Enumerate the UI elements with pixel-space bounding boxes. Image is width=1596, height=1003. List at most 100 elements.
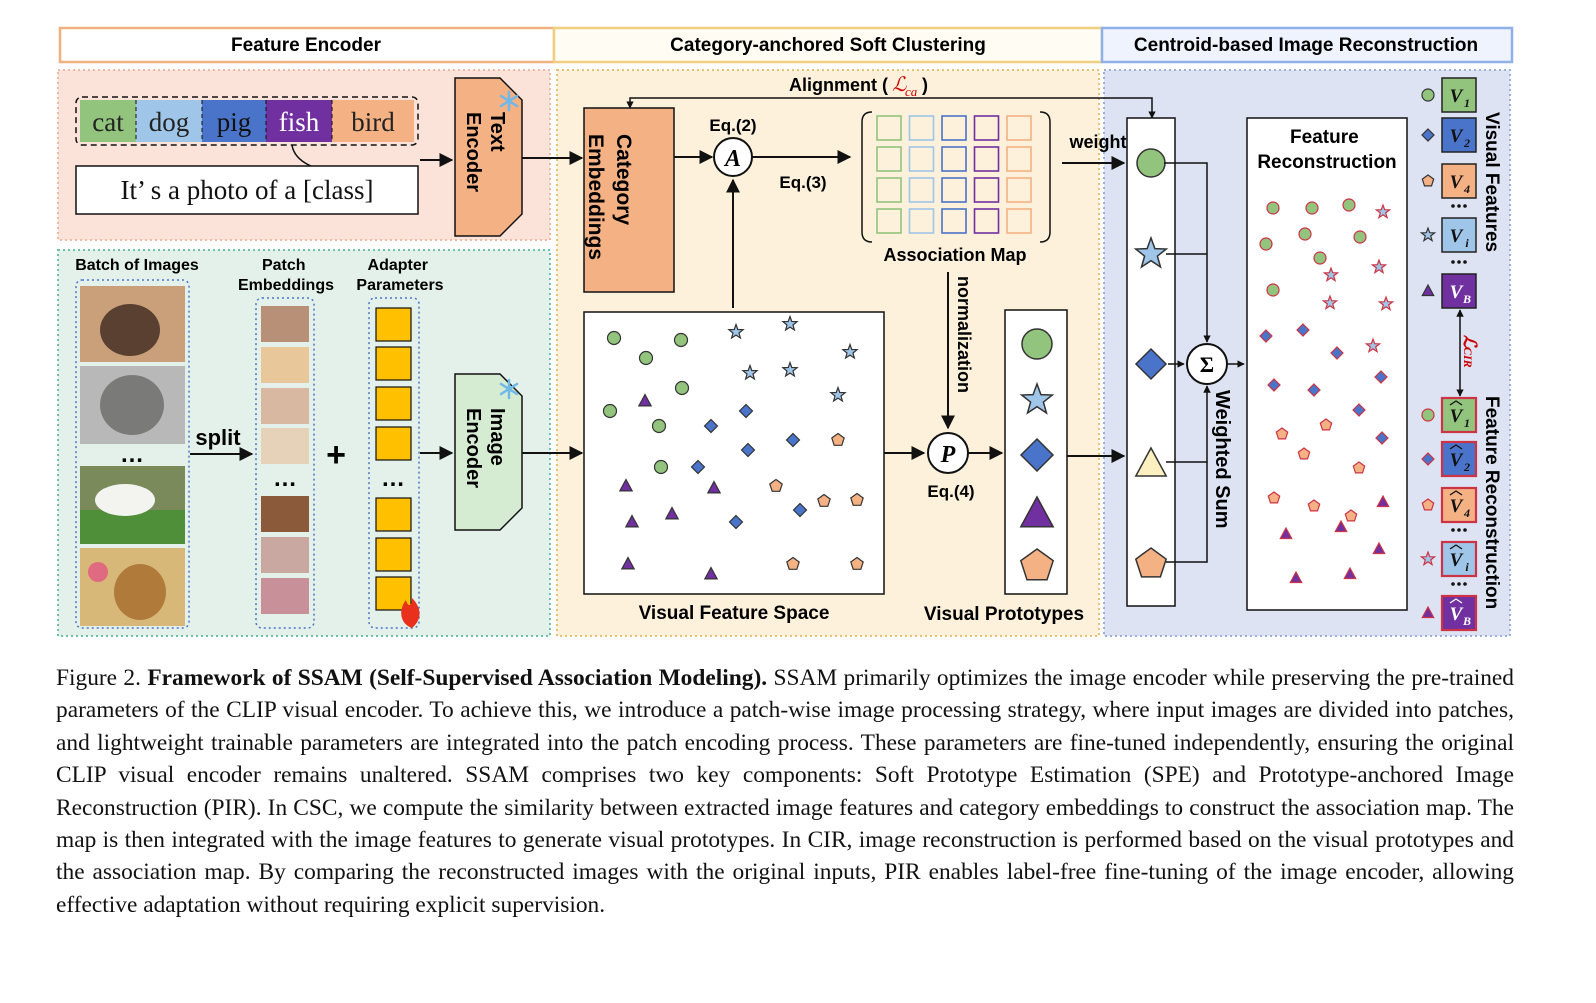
feature-symbol: V: [1450, 172, 1464, 193]
association-cell: [941, 208, 967, 234]
ellipsis-dot: [1457, 204, 1461, 208]
visual-prototypes-label: Visual Prototypes: [924, 604, 1084, 625]
diamond-marker: [792, 502, 808, 518]
star-marker: [727, 322, 745, 340]
triangle-marker: [637, 393, 653, 407]
feature-subscript: 4: [1463, 506, 1470, 520]
pentagon-marker: [1307, 499, 1321, 512]
reconstruction-header: Centroid-based Image Reconstruction: [1134, 35, 1478, 56]
diamond-marker: [1352, 403, 1366, 417]
feature-subscript: i: [1465, 560, 1469, 574]
circle-marker: [651, 418, 667, 434]
text-encoder-block: [454, 77, 523, 237]
batch-ellipsis: …: [120, 441, 144, 468]
text-encoder-label-1: Text: [486, 112, 508, 152]
triangle-marker: [706, 480, 722, 494]
pentagon-marker: [769, 478, 783, 492]
patch-embeddings-box: [255, 297, 315, 629]
pentagon-marker: [1421, 174, 1435, 187]
ellipsis-dot: [1463, 204, 1467, 208]
circle-marker: [1021, 328, 1053, 360]
pentagon-marker: [1352, 461, 1366, 474]
category-embeddings-label-2: Embeddings: [584, 134, 607, 260]
star-marker: [1374, 203, 1392, 220]
image-encoder-label-1: Image: [486, 408, 508, 466]
feature-subscript: B: [1462, 292, 1471, 306]
circle-marker: [1342, 198, 1356, 212]
svg-text:Feature Reconstruction: Feature Reconstruction: [1257, 127, 1396, 173]
triangle-marker: [1343, 566, 1357, 580]
triangle-marker: [1376, 494, 1390, 508]
association-map-label: Association Map: [883, 245, 1026, 265]
star-marker: [1322, 266, 1340, 283]
feature-subscript: 1: [1464, 96, 1470, 110]
circle-marker: [1313, 251, 1327, 265]
image-encoder-label-2: Encoder: [462, 408, 484, 488]
feature-reconstruction-title-2: Reconstruction: [1257, 152, 1396, 173]
batch-of-images-label: Batch of Images: [75, 257, 199, 274]
triangle-marker: [624, 514, 640, 528]
feature-subscript: 1: [1464, 416, 1470, 430]
snowflake-icon: [499, 90, 519, 112]
circle-marker: [1259, 237, 1273, 251]
class-dog: dog: [149, 107, 190, 137]
visual-feature-box: [1441, 217, 1477, 253]
association-cell: [1006, 177, 1032, 203]
circle-marker: [602, 403, 618, 419]
svg-text:Image Encoder: Image Encoder: [462, 408, 508, 488]
triangle-marker: [620, 556, 636, 570]
association-cell: [908, 208, 935, 234]
circle-marker: [1353, 230, 1367, 244]
visual-feature-points: [602, 314, 864, 580]
ellipsis-dot: [1451, 204, 1455, 208]
ellipsis-dot: [1463, 528, 1467, 532]
hat-accent: [1449, 490, 1463, 496]
framework-diagram: Feature Encoder Category-anchored Soft C…: [57, 26, 1514, 637]
cat-photo-1-subject: [100, 304, 160, 356]
adapter-parameters-label-1: Adapter: [368, 257, 428, 274]
association-cell: [876, 115, 902, 141]
plus-sign: +: [326, 436, 346, 474]
diamond-marker: [1296, 323, 1310, 337]
association-cell: [908, 146, 935, 172]
association-cell: [941, 115, 967, 141]
triangle-marker: [1279, 526, 1293, 540]
reconstructed-feature-box: [1440, 396, 1478, 434]
adapter-parameters-box: [368, 297, 420, 629]
star-marker: [741, 363, 759, 381]
triangle-marker: [664, 506, 680, 520]
star-marker: [829, 385, 847, 403]
feature-symbol: V: [1450, 604, 1464, 625]
association-cell: [876, 177, 902, 203]
normalization-label: normalization: [954, 276, 974, 393]
triangle-marker: [618, 478, 634, 492]
hat-accent: [1449, 400, 1463, 406]
feature-symbol: V: [1450, 406, 1464, 427]
class-pig: pig: [217, 107, 252, 137]
ellipsis-dot: [1457, 528, 1461, 532]
text-encoder-label-2: Encoder: [462, 112, 484, 192]
circle-marker: [674, 380, 690, 396]
association-cell: [876, 208, 902, 234]
alignment-close: ): [922, 75, 928, 95]
circle-marker: [673, 332, 689, 348]
patch-ellipsis: …: [273, 465, 297, 492]
eq2-label: Eq.(2): [709, 116, 756, 135]
visual-feature-box: [1441, 273, 1477, 309]
feature-subscript: 2: [1463, 136, 1470, 150]
association-cell: [908, 177, 935, 203]
circle-marker: [653, 459, 669, 475]
node-p-label: P: [940, 442, 956, 468]
adapter-parameters-label-2: Parameters: [356, 277, 443, 294]
visual-feature-box: [1441, 117, 1477, 153]
diamond-marker: [703, 418, 719, 434]
flame-icon: [401, 598, 420, 628]
circle-marker: [1421, 408, 1435, 422]
class-cat: cat: [92, 107, 124, 137]
association-cell: [908, 115, 935, 141]
weight-label: weight: [1069, 132, 1127, 152]
association-cell: [1006, 115, 1032, 141]
diamond-marker: [785, 432, 801, 448]
association-cell: [876, 146, 902, 172]
